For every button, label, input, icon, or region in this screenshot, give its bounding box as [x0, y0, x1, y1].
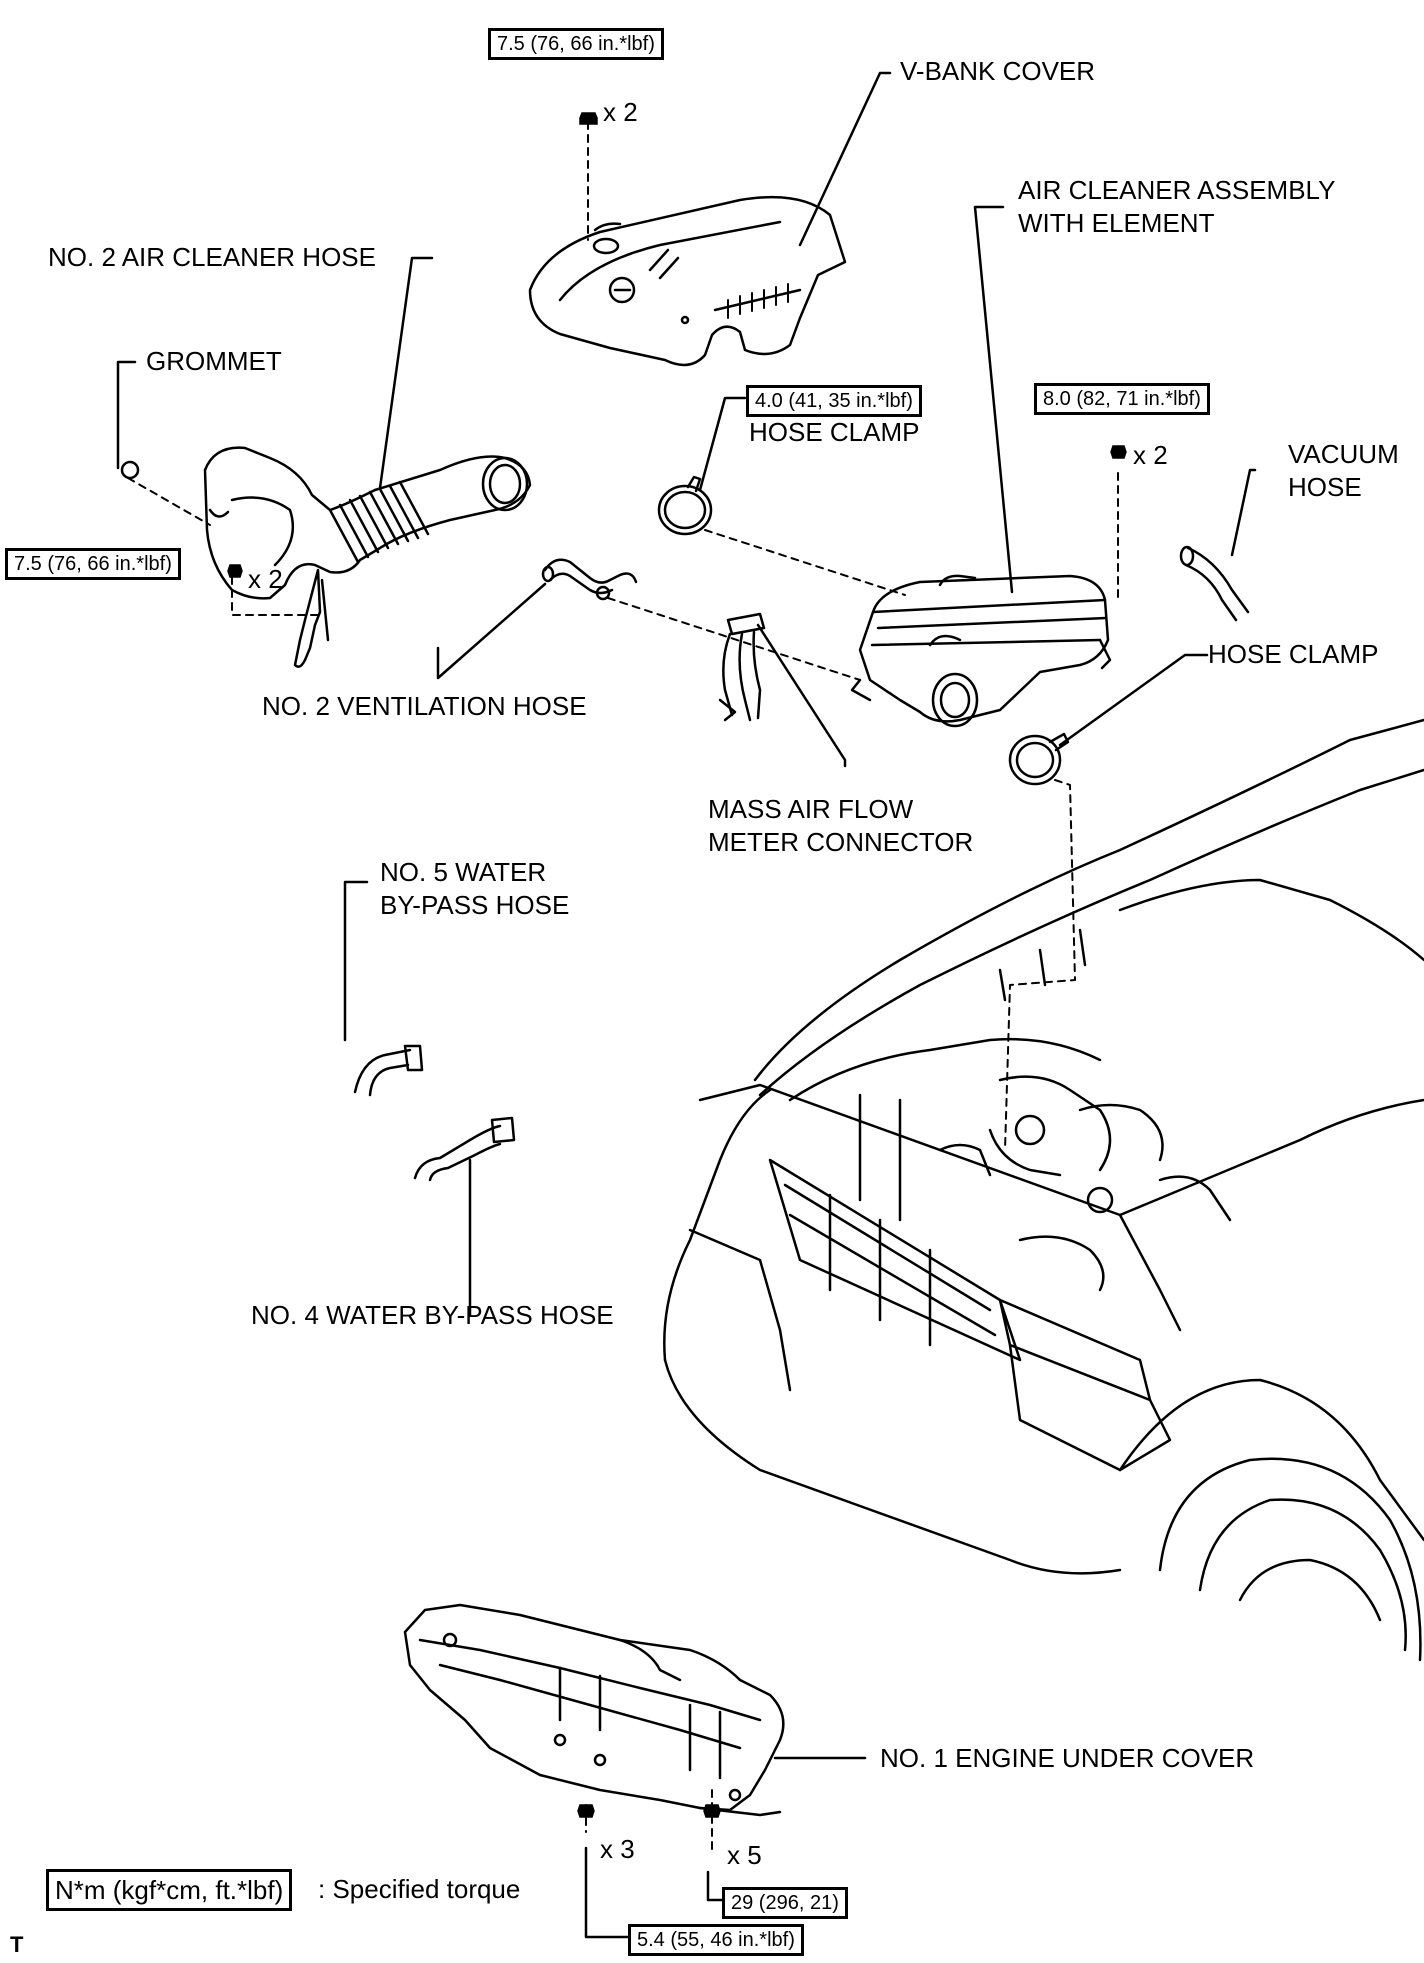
label-no5-line2: BY-PASS HOSE	[380, 890, 570, 920]
torque-under-cover-b: 5.4 (55, 46 in.*lbf)	[628, 1924, 804, 1956]
label-maf-line2: METER CONNECTOR	[708, 827, 974, 857]
label-vacuum-line1: VACUUM	[1288, 439, 1399, 469]
label-vacuum-hose: VACUUM HOSE	[1288, 438, 1399, 504]
label-no1-engine-under-cover: NO. 1 ENGINE UNDER COVER	[880, 1743, 1255, 1773]
hose-clamp-right-drawing	[1008, 732, 1070, 786]
legend-description: : Specified torque	[318, 1874, 521, 1904]
label-no5-line1: NO. 5 WATER	[380, 857, 547, 887]
vacuum-hose-drawing	[1179, 545, 1250, 622]
label-air-cleaner-line1: AIR CLEANER ASSEMBLY	[1018, 175, 1336, 205]
qty-under-cover-b: x 5	[727, 1840, 762, 1870]
dashed-assembly-lines	[127, 121, 1119, 1856]
torque-hose-clamp: 4.0 (41, 35 in.*lbf)	[746, 385, 922, 417]
torque-v-bank: 7.5 (76, 66 in.*lbf)	[488, 28, 664, 60]
label-no2-ventilation-hose: NO. 2 VENTILATION HOSE	[262, 691, 587, 721]
qty-v-bank: x 2	[603, 97, 638, 127]
label-no4-water-bypass-hose: NO. 4 WATER BY-PASS HOSE	[251, 1300, 614, 1330]
label-vacuum-line2: HOSE	[1288, 472, 1362, 502]
label-hose-clamp-right: HOSE CLAMP	[1208, 639, 1379, 669]
label-hose-clamp-upper: HOSE CLAMP	[749, 417, 920, 447]
hose-clamp-upper-drawing	[657, 475, 713, 536]
label-no5-water-bypass-hose: NO. 5 WATER BY-PASS HOSE	[380, 856, 569, 922]
label-no2-air-cleaner-hose: NO. 2 AIR CLEANER HOSE	[48, 242, 376, 272]
no1-engine-under-cover-drawing	[403, 1603, 785, 1817]
leader-lines	[116, 71, 1257, 1939]
qty-air-cleaner: x 2	[1133, 440, 1168, 470]
no2-air-cleaner-hose-drawing	[120, 446, 532, 668]
qty-no2-hose: x 2	[248, 564, 283, 594]
mass-air-flow-connector-drawing	[718, 612, 766, 722]
label-mass-air-flow-connector: MASS AIR FLOW METER CONNECTOR	[708, 793, 973, 859]
air-cleaner-assembly-drawing	[850, 574, 1112, 728]
torque-under-cover-a: 29 (296, 21)	[722, 1887, 848, 1919]
torque-air-cleaner: 8.0 (82, 71 in.*lbf)	[1034, 383, 1210, 415]
label-v-bank-cover: V-BANK COVER	[900, 56, 1096, 86]
no5-water-bypass-hose-drawing	[353, 1044, 424, 1097]
no2-ventilation-hose-drawing	[541, 558, 638, 601]
label-grommet: GROMMET	[146, 346, 282, 376]
bolt-icons	[227, 112, 1127, 1818]
torque-no2-hose: 7.5 (76, 66 in.*lbf)	[5, 548, 181, 580]
label-air-cleaner-line2: WITH ELEMENT	[1018, 208, 1215, 238]
label-maf-line1: MASS AIR FLOW	[708, 794, 914, 824]
qty-under-cover-a: x 3	[600, 1834, 635, 1864]
legend-unit-box: N*m (kgf*cm, ft.*lbf)	[46, 1869, 293, 1911]
no4-water-bypass-hose-drawing	[413, 1116, 516, 1182]
v-bank-cover-drawing	[528, 195, 847, 367]
label-air-cleaner-assembly: AIR CLEANER ASSEMBLY WITH ELEMENT	[1018, 174, 1335, 240]
corner-mark: T	[10, 1932, 24, 1957]
vehicle-front-drawing	[663, 718, 1424, 1662]
